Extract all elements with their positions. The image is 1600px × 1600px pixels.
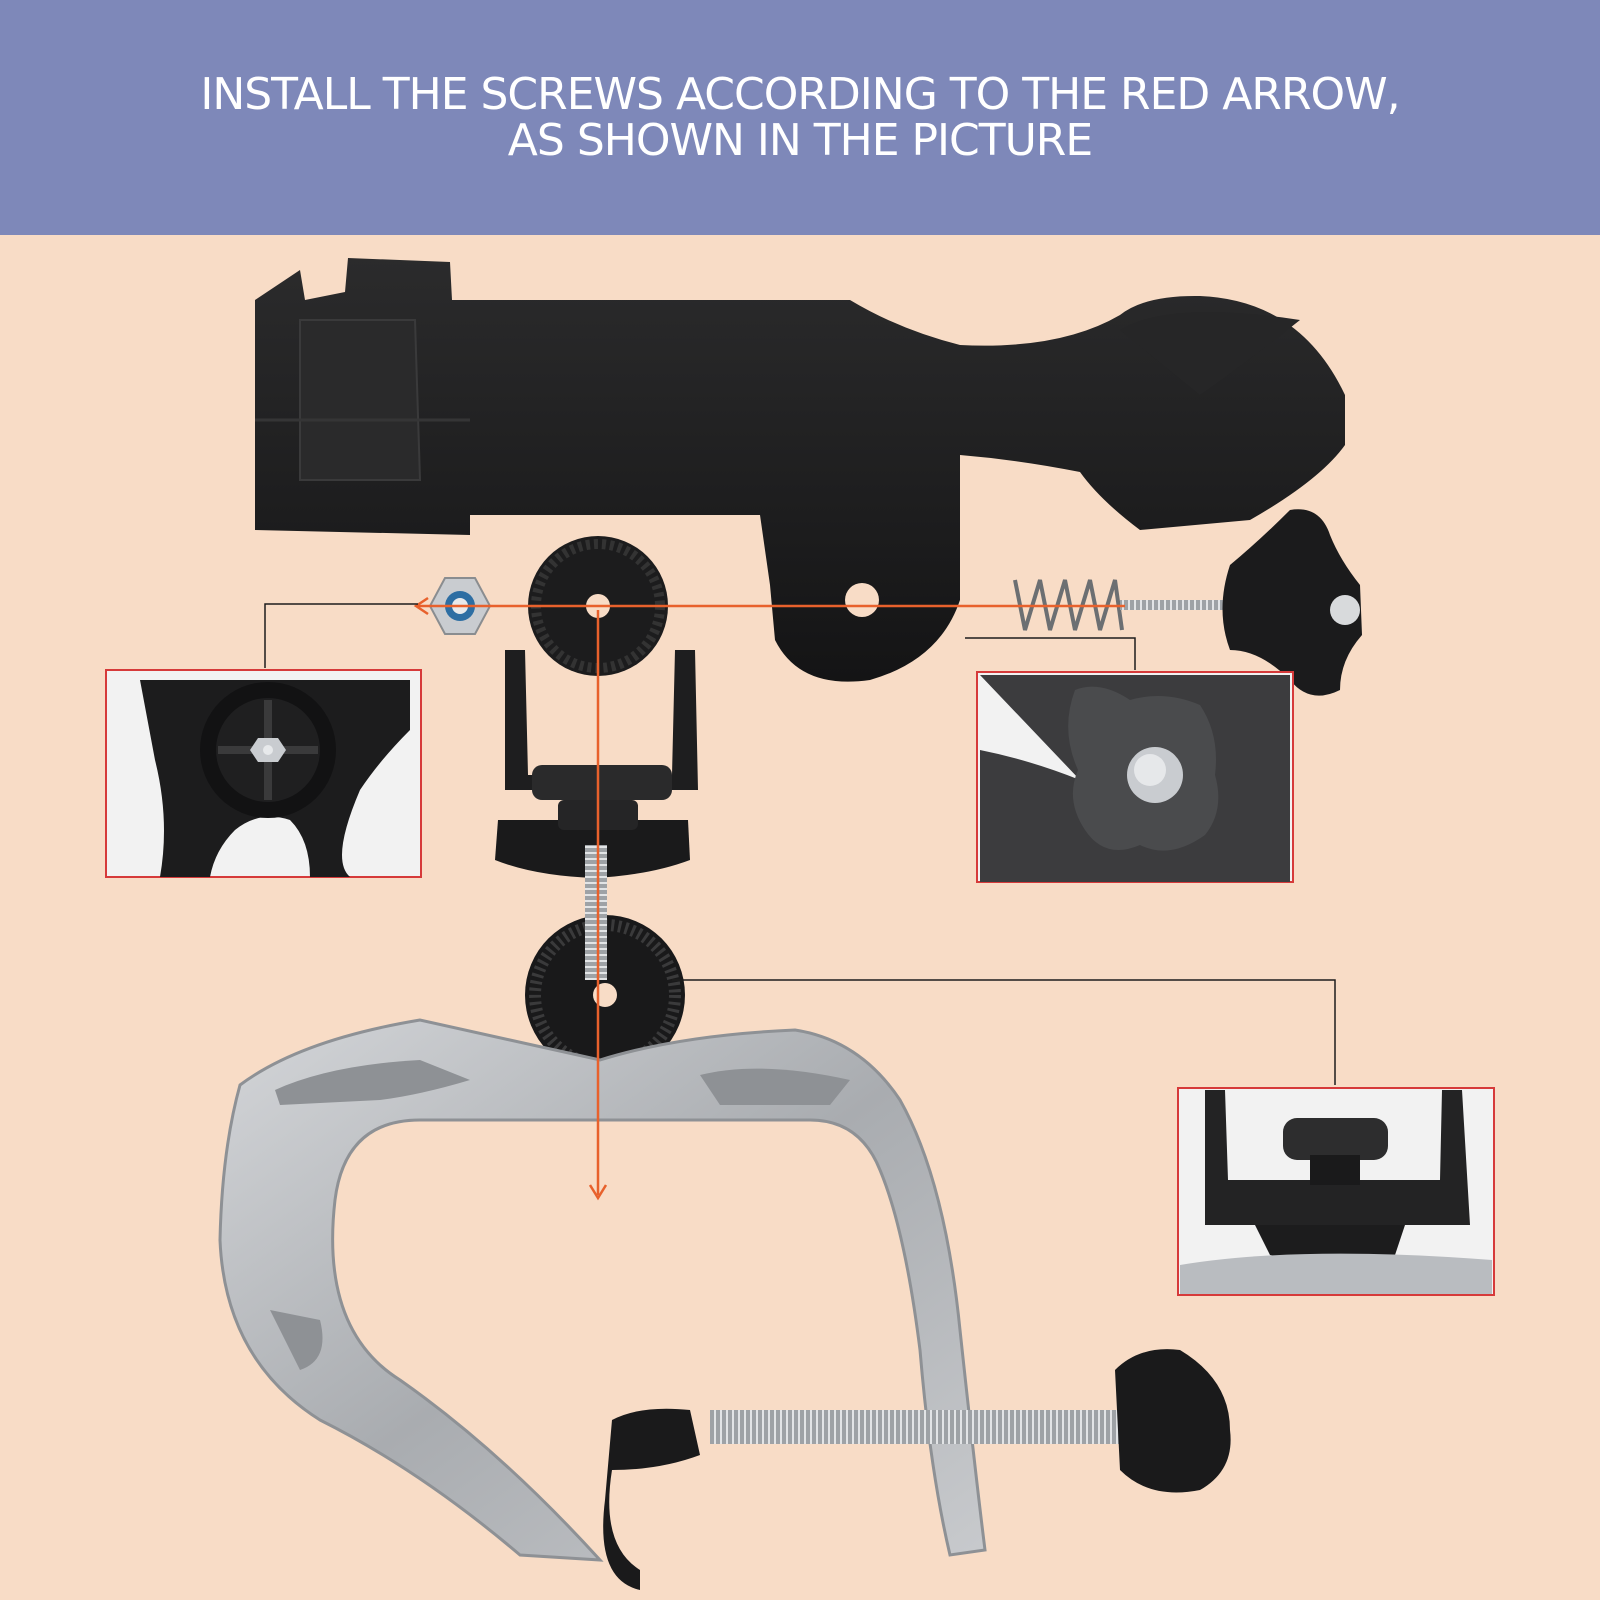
assembly-diagram — [0, 235, 1600, 1600]
inset-knob-view — [976, 671, 1294, 883]
t-knob-bolt — [1120, 509, 1362, 696]
rod-holder-tube — [255, 258, 1345, 682]
c-clamp — [218, 1018, 987, 1562]
installation-arrow — [413, 596, 1125, 1201]
instruction-line-1: INSTALL THE SCREWS ACCORDING TO THE RED … — [200, 68, 1400, 120]
callout-lines — [264, 603, 1336, 1085]
clamp-screw — [603, 1349, 1231, 1590]
instruction-banner: INSTALL THE SCREWS ACCORDING TO THE RED … — [0, 0, 1600, 235]
mount-screw — [585, 845, 607, 980]
inset-nut-view — [105, 669, 422, 878]
inset-washer-view — [1177, 1087, 1495, 1296]
swivel-mount — [495, 536, 698, 878]
instruction-line-2: AS SHOWN IN THE PICTURE — [507, 114, 1093, 166]
assembly-illustration — [105, 258, 1495, 1590]
